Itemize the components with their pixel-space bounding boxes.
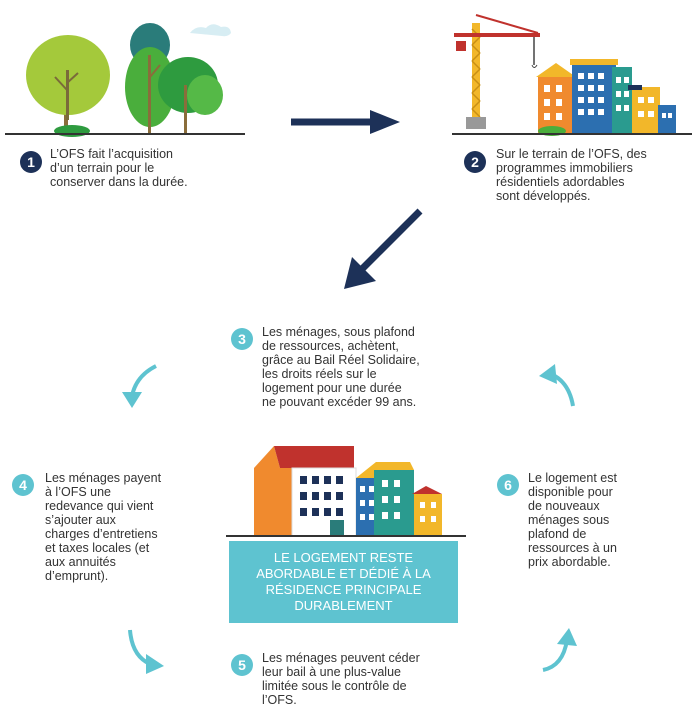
step-1-number: 1 (20, 151, 42, 173)
cycle-arrow-top-left-icon (122, 364, 157, 408)
cycle-arrow-bottom-left-icon (128, 629, 164, 674)
step-5-number: 5 (231, 654, 253, 676)
step-2-number: 2 (464, 151, 486, 173)
banner-line: ABORDABLE ET DÉDIÉ À LA (256, 566, 431, 581)
banner: LE LOGEMENT RESTE ABORDABLE ET DÉDIÉ À L… (229, 541, 458, 623)
arrow-down-left-icon (344, 208, 423, 289)
construction-crane-illustration (454, 14, 540, 129)
houses-illustration (226, 446, 466, 537)
arrow-right-icon (291, 110, 400, 134)
banner-line: LE LOGEMENT RESTE (273, 550, 414, 565)
banner-line: DURABLEMENT (294, 598, 393, 613)
trees-illustration (5, 23, 245, 137)
step-4-number: 4 (12, 474, 34, 496)
cycle-arrow-top-right-icon (539, 364, 575, 407)
step-6-number: 6 (497, 474, 519, 496)
buildings-illustration (452, 59, 692, 136)
step-3-number: 3 (231, 328, 253, 350)
cycle-arrow-bottom-right-icon (542, 628, 577, 672)
banner-line: RÉSIDENCE PRINCIPALE (265, 582, 422, 597)
